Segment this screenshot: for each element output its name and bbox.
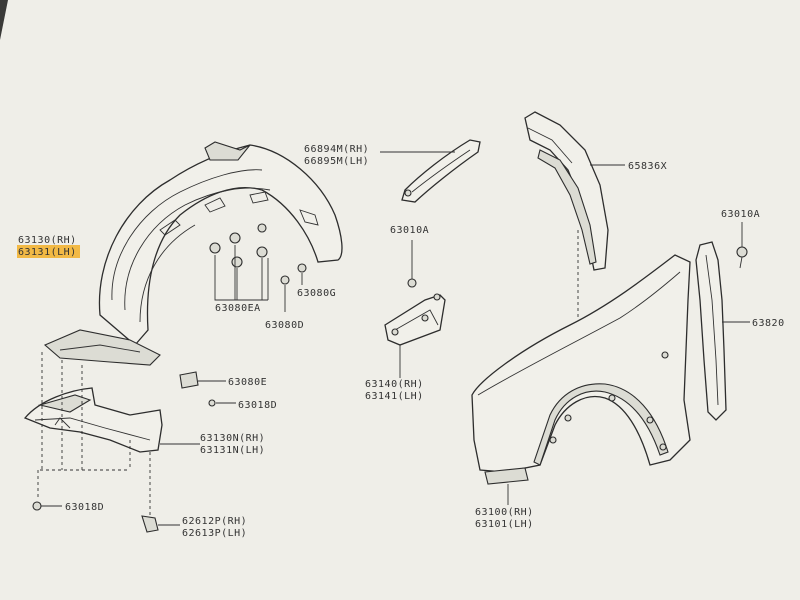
label-63018d-bottom: 63018D (65, 502, 104, 513)
clip-leaders (214, 245, 303, 312)
label-63010a-right: 63010A (721, 209, 760, 220)
inner-fender-liner (43, 141, 343, 366)
front-fender-panel (471, 254, 691, 505)
label-62613p: 62613P(LH) (182, 528, 247, 539)
label-63080e: 63080E (228, 377, 267, 388)
label-63080d: 63080D (265, 320, 304, 331)
label-63131n: 63131N(LH) (200, 445, 265, 456)
label-62612p: 62612P(RH) (182, 516, 247, 527)
label-63130n: 63130N(RH) (200, 433, 265, 444)
label-66895m: 66895M(LH) (304, 156, 369, 167)
alignment-lines (37, 352, 151, 520)
label-63140: 63140(RH) (365, 379, 424, 390)
label-63820: 63820 (752, 318, 785, 329)
clip-63080e (179, 371, 226, 389)
label-63018d-mid: 63018D (238, 400, 277, 411)
label-65836x: 65836X (628, 161, 667, 172)
bolt-63010a-right (736, 222, 748, 269)
label-63100: 63100(RH) (475, 507, 534, 518)
label-66894m: 66894M(RH) (304, 144, 369, 155)
label-63141: 63141(LH) (365, 391, 424, 402)
label-63130: 63130(RH) (18, 235, 77, 246)
label-63131: 63131(LH) (18, 247, 77, 258)
fender-seal-upper (380, 139, 481, 203)
plug-62612p (141, 515, 180, 533)
label-63080ea: 63080EA (215, 303, 261, 314)
label-63010a-center: 63010A (390, 225, 429, 236)
label-63101: 63101(LH) (475, 519, 534, 530)
screw-63018d-bottom (32, 501, 62, 511)
fender-side-seal (695, 241, 750, 421)
label-63080g: 63080G (297, 288, 336, 299)
highlight-63131 (17, 245, 80, 258)
fender-insulator (524, 111, 625, 320)
fender-bracket (384, 240, 446, 378)
lower-splash-shield (23, 387, 236, 453)
